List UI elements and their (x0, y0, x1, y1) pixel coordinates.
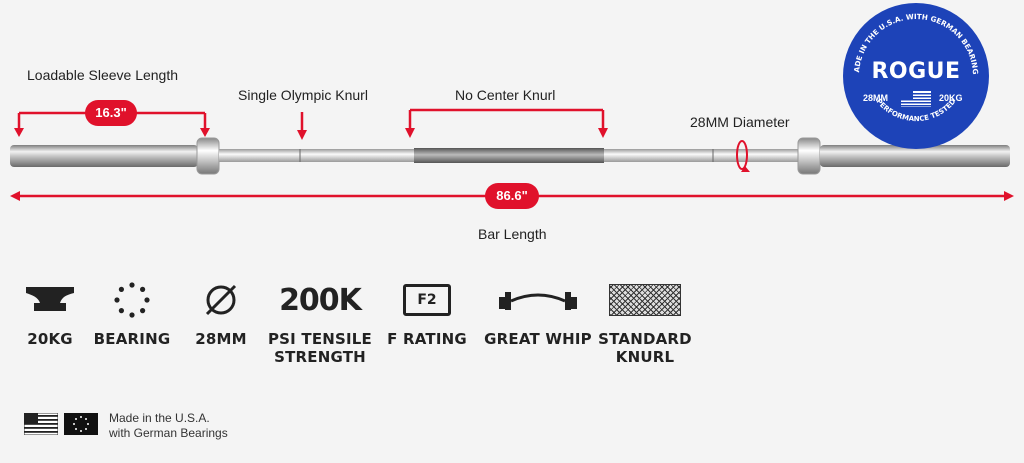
bar-length-label: Bar Length (478, 226, 547, 242)
badge-left-spec: 28MM (863, 93, 889, 103)
badge-arc-text: MADE IN THE U.S.A. WITH GERMAN BEARINGS … (843, 3, 980, 123)
eu-flag-icon (64, 413, 98, 435)
spec-label: 20KG (27, 330, 73, 348)
spec-label: PSI TENSILE STRENGTH (267, 330, 373, 366)
spec-label: GREAT WHIP (484, 330, 592, 348)
bearing-icon (114, 282, 150, 318)
diameter-icon (205, 284, 237, 316)
rogue-badge: MADE IN THE U.S.A. WITH GERMAN BEARINGS … (843, 3, 989, 149)
made-in-text: Made in the U.S.A. with German Bearings (109, 411, 228, 441)
spec-diameter: 28MM (166, 280, 276, 348)
made-in-line-2: with German Bearings (109, 426, 228, 440)
center-knurl-bracket (408, 108, 605, 132)
diameter-label: 28MM Diameter (690, 114, 790, 130)
sleeve-length-value: 16.3" (85, 100, 137, 126)
anvil-icon (26, 287, 74, 311)
spec-f-rating: F2 F RATING (372, 280, 482, 348)
barbell (10, 137, 1010, 175)
right-sleeve (820, 145, 1010, 167)
badge-right-spec: 20KG (939, 93, 963, 103)
sleeve-length-label: Loadable Sleeve Length (27, 67, 179, 83)
olympic-knurl-label: Single Olympic Knurl (238, 87, 368, 103)
f-rating-icon: F2 (403, 284, 451, 316)
tensile-value: 200K (279, 282, 362, 318)
knurl-icon (609, 284, 681, 316)
made-in-line-1: Made in the U.S.A. (109, 411, 210, 425)
us-flag-icon (24, 413, 58, 435)
left-collar (196, 137, 220, 175)
bar-length-value: 86.6" (485, 183, 539, 209)
badge-brand: ROGUE (871, 59, 961, 84)
spec-label: 28MM (195, 330, 247, 348)
spec-label: STANDARD KNURL (598, 330, 692, 366)
center-knurl-section (414, 148, 604, 163)
whip-icon (499, 292, 577, 310)
right-collar (797, 137, 821, 175)
spec-bearing: BEARING (77, 280, 187, 348)
spec-label: F RATING (387, 330, 467, 348)
f-rating-badge-text: F2 (417, 292, 437, 308)
spec-label: BEARING (93, 330, 171, 348)
left-sleeve (10, 145, 198, 167)
center-knurl-label: No Center Knurl (455, 87, 556, 103)
spec-whip: GREAT WHIP (478, 280, 598, 348)
diameter-rotation-arrow (736, 140, 748, 170)
spec-tensile: 200K PSI TENSILE STRENGTH (260, 280, 380, 367)
spec-knurl: STANDARD KNURL (590, 280, 700, 366)
spec-weight: 20KG (0, 280, 105, 348)
badge-flag-icon (901, 91, 931, 107)
